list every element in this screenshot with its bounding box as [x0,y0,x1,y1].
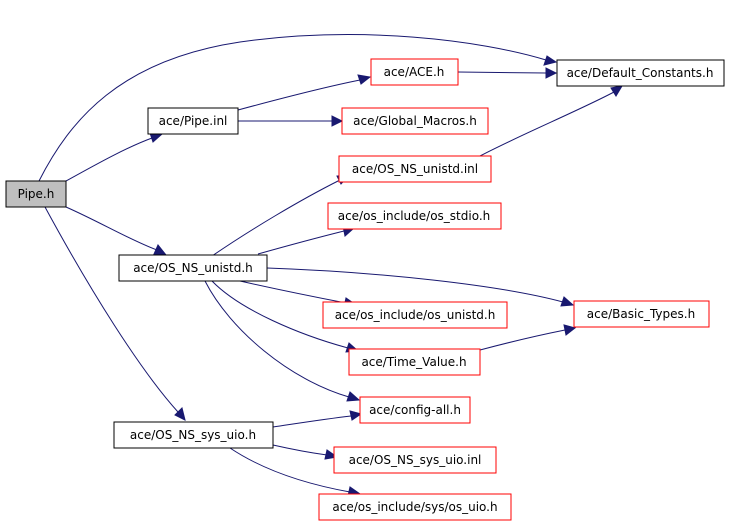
edge-os-ns-unistd-h-to-basic-types [266,267,575,307]
edge-pipe-h-to-os-ns-sys-uio-h [44,206,186,421]
edge-pipe-h-to-pipe-inl [65,132,164,182]
node-os-ns-sys-uio-h-label: ace/OS_NS_sys_uio.h [130,428,256,442]
node-pipe-h[interactable]: Pipe.h [5,180,67,208]
node-basic-types-label: ace/Basic_Types.h [587,307,695,321]
edge-pipe-h-to-os-ns-unistd-h [65,206,168,256]
node-os-stdio[interactable]: ace/os_include/os_stdio.h [327,202,502,230]
node-default-constants-label: ace/Default_Constants.h [567,66,714,80]
edge-os-ns-unistd-h-to-os-stdio [257,225,356,255]
node-os-ns-unistd-h[interactable]: ace/OS_NS_unistd.h [118,254,268,282]
node-global-macros[interactable]: ace/Global_Macros.h [341,107,489,135]
edge-os-ns-unistd-h-to-config-all [204,280,361,402]
edge-os-ns-unistd-inl-to-default-constants [479,85,623,157]
node-os-ns-unistd-h-label: ace/OS_NS_unistd.h [133,261,253,275]
edge-pipe-h-to-default-constants [38,34,558,182]
node-os-ns-sys-uio-inl-label: ace/OS_NS_sys_uio.inl [349,453,482,467]
node-default-constants[interactable]: ace/Default_Constants.h [556,59,725,87]
edge-time-value-to-basic-types [479,324,577,351]
node-pipe-h-label: Pipe.h [18,187,55,201]
edge-os-ns-sys-uio-h-to-os-ns-sys-uio-inl [272,444,339,460]
node-global-macros-label: ace/Global_Macros.h [353,114,477,128]
node-time-value-label: ace/Time_Value.h [361,355,466,369]
node-os-stdio-label: ace/os_include/os_stdio.h [338,209,491,223]
node-ace-h[interactable]: ace/ACE.h [370,58,459,86]
node-ace-h-label: ace/ACE.h [384,65,445,79]
node-pipe-inl-label: ace/Pipe.inl [159,114,228,128]
edge-pipe-inl-to-global-macros [238,115,344,127]
node-os-ns-sys-uio-h[interactable]: ace/OS_NS_sys_uio.h [113,421,274,449]
node-pipe-inl[interactable]: ace/Pipe.inl [147,107,239,135]
node-os-ns-unistd-inl[interactable]: ace/OS_NS_unistd.inl [338,155,492,183]
node-config-all[interactable]: ace/config-all.h [359,396,471,424]
node-sys-os-uio[interactable]: ace/os_include/sys/os_uio.h [318,493,512,521]
edge-ace-h-to-default-constants [457,67,558,79]
node-config-all-label: ace/config-all.h [369,403,461,417]
node-os-unistd-label: ace/os_include/os_unistd.h [335,308,496,322]
edge-os-ns-sys-uio-h-to-config-all [272,410,363,428]
node-os-ns-unistd-inl-label: ace/OS_NS_unistd.inl [352,162,478,176]
node-os-ns-sys-uio-inl[interactable]: ace/OS_NS_sys_uio.inl [333,446,497,474]
edge-pipe-inl-to-ace-h [237,74,372,111]
node-time-value[interactable]: ace/Time_Value.h [348,348,481,376]
node-basic-types[interactable]: ace/Basic_Types.h [573,300,710,328]
node-sys-os-uio-label: ace/os_include/sys/os_uio.h [332,500,497,514]
node-os-unistd[interactable]: ace/os_include/os_unistd.h [322,301,508,329]
